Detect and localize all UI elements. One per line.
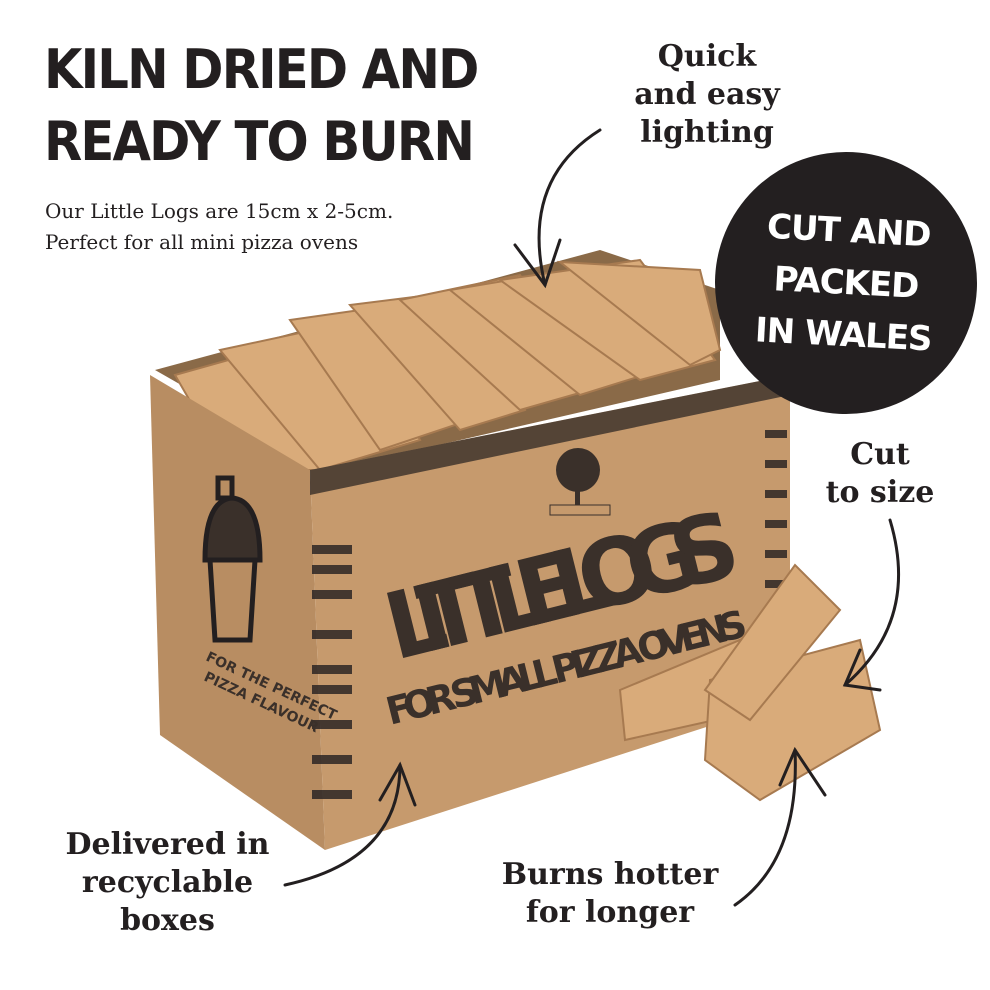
callout-lighting: Quick and easy lighting: [612, 38, 802, 152]
badge-line-2: PACKED: [772, 259, 920, 307]
callout-boxes-line: recyclable: [81, 865, 254, 900]
callout-burns: Burns hotter for longer: [475, 856, 745, 932]
headline: KILN DRIED AND READY TO BURN: [44, 34, 479, 178]
box-rim-stripe: [310, 375, 790, 495]
callout-lighting-line: Quick: [657, 39, 757, 74]
callout-size-line: Cut: [850, 437, 910, 472]
callout-burns-line: Burns hotter: [501, 857, 719, 892]
box-left-face: [150, 375, 325, 850]
loose-logs: [618, 563, 882, 802]
arrow-burns: [733, 748, 797, 907]
callout-size: Cut to size: [810, 436, 950, 512]
subtitle-line-1: Our Little Logs are 15cm x 2-5cm.: [45, 199, 394, 223]
callout-boxes-line: boxes: [120, 903, 215, 938]
arrow-boxes: [283, 763, 402, 887]
box-edge-stripes: [312, 430, 787, 799]
callout-lighting-line: lighting: [640, 115, 774, 150]
subtitle-line-2: Perfect for all mini pizza ovens: [45, 230, 359, 254]
callout-boxes-line: Delivered in: [65, 827, 270, 862]
badge-line-1: CUT AND: [765, 206, 932, 256]
callout-size-line: to size: [825, 475, 935, 510]
callout-burns-line: for longer: [525, 895, 695, 930]
callout-lighting-line: and easy: [634, 77, 780, 112]
box-front-face: [310, 375, 790, 850]
headline-line-1: KILN DRIED AND: [44, 38, 479, 101]
pizza-oven-icon: [202, 475, 263, 643]
arrow-size: [843, 518, 901, 687]
arrow-lighting: [537, 128, 602, 287]
badge-line-3: IN WALES: [754, 310, 933, 360]
headline-line-2: READY TO BURN: [44, 110, 475, 173]
tree-logo-icon: [549, 448, 611, 516]
callout-arrows: [283, 128, 901, 907]
subtitle: Our Little Logs are 15cm x 2-5cm. Perfec…: [45, 196, 393, 258]
callout-boxes: Delivered in recyclable boxes: [40, 826, 295, 940]
